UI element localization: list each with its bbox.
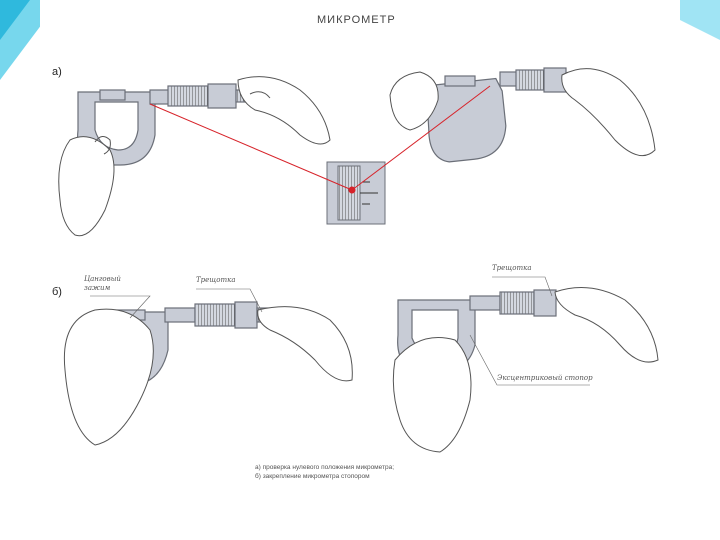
callout-ratchet-left: Трещотка: [196, 276, 236, 284]
callout-eccentric-stopper: Эксцентриковый стопор: [497, 374, 593, 382]
hand-a-left-lower: [58, 136, 115, 237]
callout-ratchet-right: Трещотка: [492, 264, 532, 272]
hand-a-right-right: [561, 68, 656, 157]
page-title: МИКРОМЕТР: [317, 14, 396, 26]
micrometer-a-right: [425, 67, 567, 163]
micrometer-a-left: [77, 83, 249, 166]
caption-line-b: б) закрепление микрометра стопором: [255, 473, 370, 480]
hand-b-left-lower: [63, 308, 154, 446]
hand-a-left-right: [237, 76, 331, 145]
panel-label-a: а): [52, 66, 62, 78]
hand-b-right-lower: [392, 337, 472, 453]
hand-b-left-right: [257, 306, 353, 382]
caption-line-a: а) проверка нулевого положения микрометр…: [255, 464, 395, 471]
callout-lines-b-left: [90, 288, 263, 319]
corner-shape-left-inner: [0, 0, 30, 40]
zero-check-lines: [149, 85, 491, 194]
panel-label-b: б): [52, 286, 62, 298]
callout-collet-clamp: Цанговый зажим: [84, 275, 121, 292]
hand-b-right-right: [554, 287, 659, 363]
figure-caption: а) проверка нулевого положения микрометр…: [255, 463, 394, 481]
hand-a-right-left: [389, 71, 439, 131]
scale-detail-a: [326, 161, 386, 225]
callout-lines-b-right: [469, 276, 590, 386]
